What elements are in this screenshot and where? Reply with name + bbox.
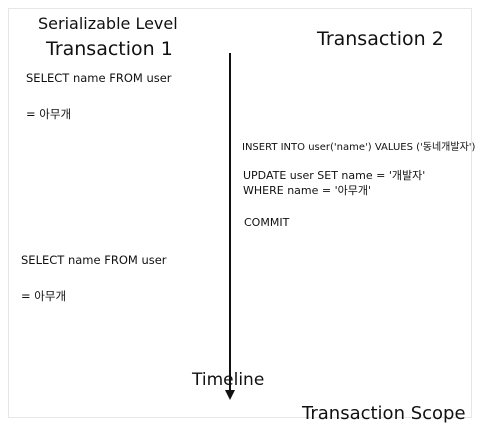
t2-commit-statement: COMMIT bbox=[244, 216, 290, 229]
t2-update-statement: UPDATE user SET name = '개발자' WHERE name … bbox=[243, 168, 425, 198]
transaction-scope-frame bbox=[8, 8, 472, 418]
transaction-scope-label: Transaction Scope bbox=[302, 403, 466, 424]
transaction-2-title: Transaction 2 bbox=[317, 28, 444, 50]
t2-insert-statement: INSERT INTO user('name') VALUES ('동네개발자'… bbox=[242, 142, 476, 153]
isolation-level-title: Serializable Level bbox=[38, 14, 178, 33]
timeline-label: Timeline bbox=[192, 370, 265, 390]
t2-update-line-2: WHERE name = '아무개' bbox=[243, 184, 372, 197]
t1-select-result-2: = 아무개 bbox=[21, 289, 67, 303]
t1-select-statement-1: SELECT name FROM user bbox=[26, 71, 172, 85]
t1-select-result-1: = 아무개 bbox=[26, 107, 72, 121]
timeline-arrow-head bbox=[225, 390, 235, 400]
t2-update-line-1: UPDATE user SET name = '개발자' bbox=[243, 169, 426, 182]
t1-select-statement-2: SELECT name FROM user bbox=[21, 253, 167, 267]
transaction-1-title: Transaction 1 bbox=[46, 38, 173, 60]
